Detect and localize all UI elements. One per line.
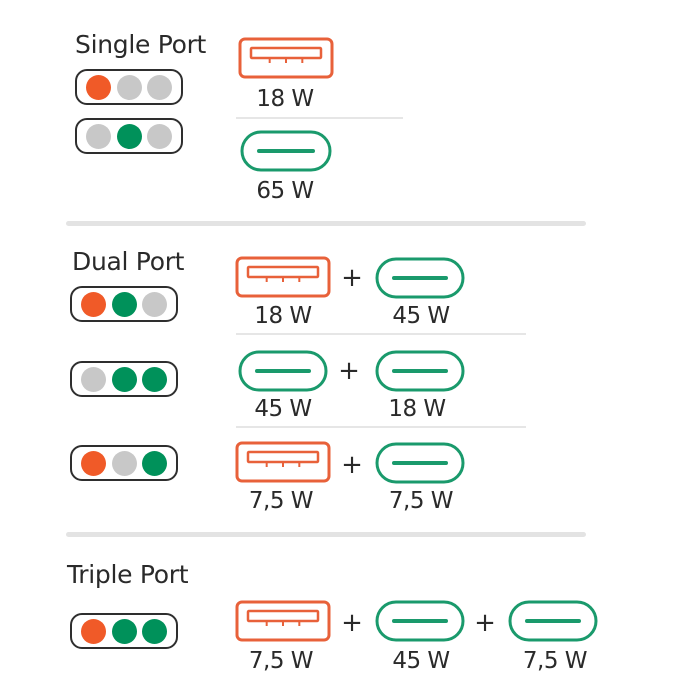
led-on-green: [111, 366, 137, 392]
usb-a-port-icon: [235, 441, 331, 483]
section-title-single-port: Single Port: [75, 30, 207, 59]
led-off: [80, 366, 106, 392]
usb-c-port-icon: [238, 350, 328, 392]
led-on-green: [116, 123, 142, 149]
led-on-green: [111, 618, 137, 644]
usb-c-port-icon: [375, 257, 465, 299]
wattage-label: 18 W: [254, 303, 312, 329]
led-on-red: [85, 74, 111, 100]
wattage-label: 65 W: [256, 178, 314, 204]
usb-a-port-icon: [238, 37, 334, 79]
plus-sign: +: [338, 356, 360, 386]
led-on-red: [80, 618, 106, 644]
wattage-label: 18 W: [256, 86, 314, 112]
led-off: [142, 291, 168, 317]
section-divider: [66, 221, 586, 226]
usb-a-port-icon: [235, 600, 331, 642]
led-on-red: [80, 291, 106, 317]
led-off: [85, 123, 111, 149]
wattage-label: 18 W: [388, 396, 446, 422]
led-indicator: [75, 69, 183, 105]
usb-c-port-icon: [375, 442, 465, 484]
usb-c-port-icon: [508, 600, 598, 642]
plus-sign: +: [474, 608, 496, 638]
led-off: [147, 123, 173, 149]
plus-sign: +: [341, 450, 363, 480]
led-off: [116, 74, 142, 100]
usb-c-port-icon: [375, 350, 465, 392]
led-off: [111, 450, 137, 476]
section-title-dual-port: Dual Port: [72, 247, 185, 276]
led-indicator: [75, 118, 183, 154]
led-indicator: [70, 445, 178, 481]
wattage-label: 45 W: [392, 648, 450, 674]
wattage-label: 45 W: [254, 396, 312, 422]
led-off: [147, 74, 173, 100]
section-divider: [66, 532, 586, 537]
led-on-green: [111, 291, 137, 317]
led-on-green: [142, 366, 168, 392]
row-divider: [236, 333, 526, 335]
wattage-label: 7,5 W: [248, 488, 314, 514]
usb-c-port-icon: [240, 130, 332, 172]
led-indicator: [70, 361, 178, 397]
usb-a-port-icon: [235, 256, 331, 298]
usb-c-port-icon: [375, 600, 465, 642]
wattage-label: 7,5 W: [522, 648, 588, 674]
plus-sign: +: [341, 263, 363, 293]
led-on-green: [142, 618, 168, 644]
led-indicator: [70, 286, 178, 322]
led-on-green: [142, 450, 168, 476]
row-divider: [236, 426, 526, 428]
plus-sign: +: [341, 608, 363, 638]
row-divider: [236, 117, 403, 119]
wattage-label: 45 W: [392, 303, 450, 329]
led-indicator: [70, 613, 178, 649]
wattage-label: 7,5 W: [388, 488, 454, 514]
section-title-triple-port: Triple Port: [67, 560, 189, 589]
wattage-label: 7,5 W: [248, 648, 314, 674]
led-on-red: [80, 450, 106, 476]
